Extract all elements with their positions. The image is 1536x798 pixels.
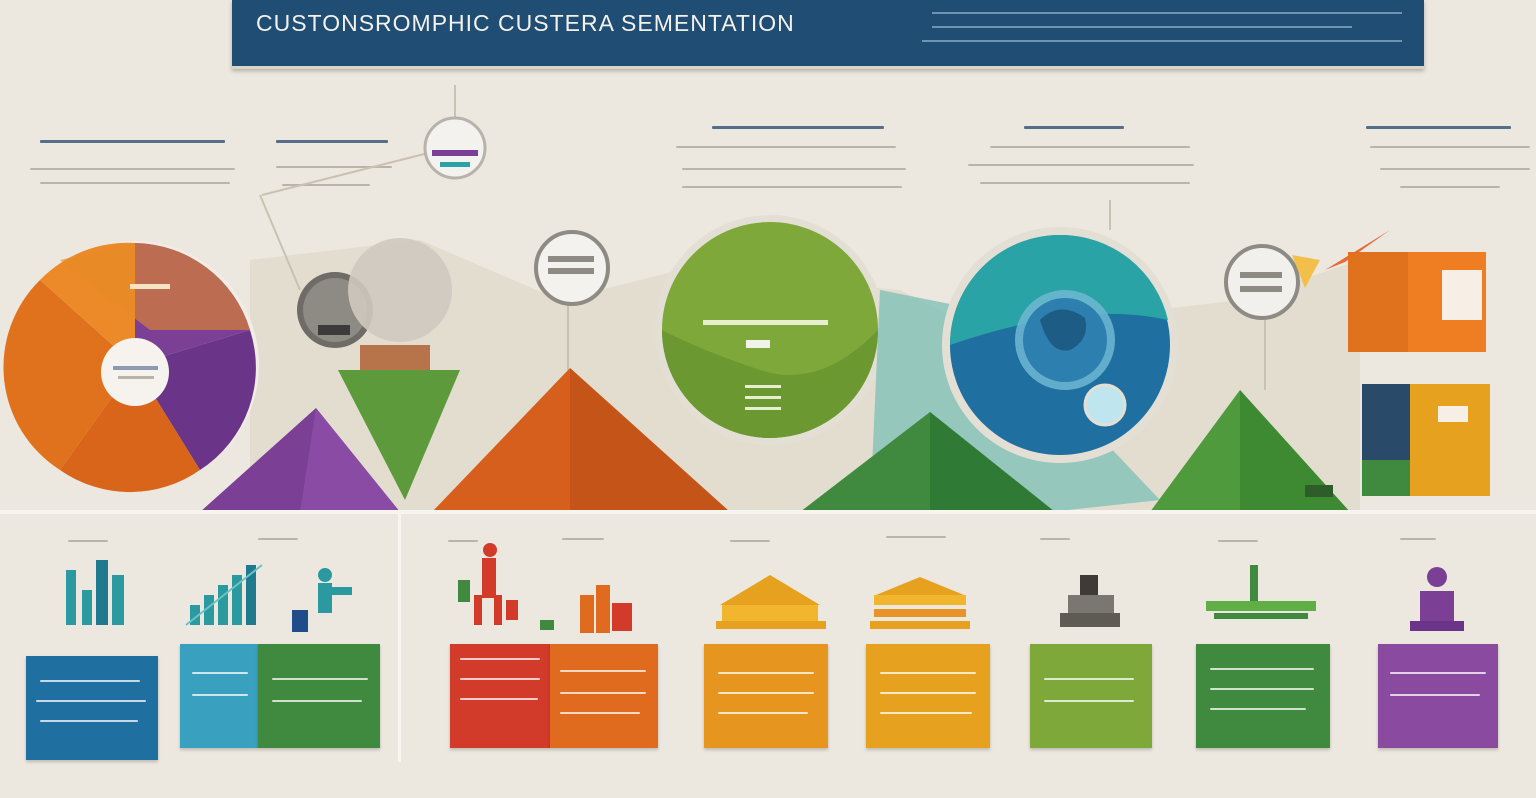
segment-card-lime (1030, 644, 1152, 748)
bar-chart-icon (185, 564, 263, 626)
person-icon (1410, 567, 1464, 631)
segmentation-diagram (3, 85, 1490, 512)
pie-chart-icon (3, 241, 259, 493)
people-icon (580, 585, 632, 633)
segment-card-yellow (866, 644, 990, 748)
title-banner: CUSTONSROMPHIC CUSTERA SEMENTATION (232, 0, 1424, 69)
green-segment (338, 370, 460, 500)
people-icon (458, 543, 554, 630)
segment-card-dark-green (1196, 644, 1330, 748)
banner-subtext-line (932, 12, 1402, 14)
house-icon (716, 575, 826, 629)
section-divider (0, 510, 1536, 514)
globe-icon (942, 227, 1178, 463)
bar-chart-icon (66, 560, 124, 625)
segment-card-amber (704, 644, 828, 748)
banner-subtext-line (922, 40, 1402, 42)
page-title: CUSTONSROMPHIC CUSTERA SEMENTATION (256, 10, 795, 36)
people-icon (292, 568, 352, 632)
segment-card-orange (550, 644, 658, 748)
green-circle-segment (655, 215, 885, 445)
segment-card-purple (1378, 644, 1498, 748)
building-icon (1060, 575, 1120, 627)
segment-card-red (450, 644, 550, 748)
yellow-panel (1410, 384, 1490, 496)
plant-icon (1206, 565, 1316, 619)
segment-card-blue (26, 656, 158, 760)
bottom-icons-row (66, 543, 1464, 633)
segment-card-green (258, 644, 380, 748)
section-divider-vertical (398, 512, 401, 762)
house-icon (870, 577, 970, 629)
banner-subtext-line (932, 26, 1352, 28)
segment-card-teal (180, 644, 258, 748)
